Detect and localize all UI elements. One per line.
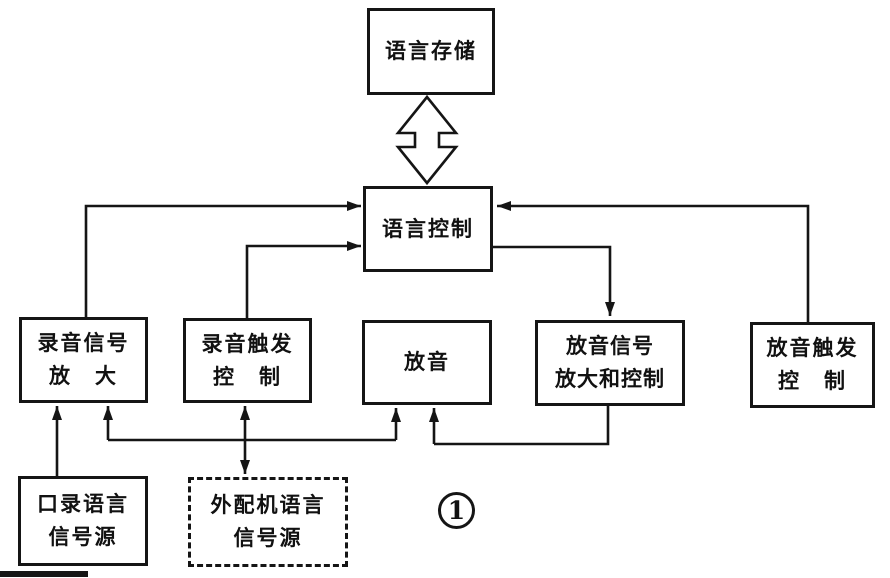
bus-play-amp-horizontal — [434, 406, 610, 446]
connector-rec-amp-to-control — [84, 201, 361, 317]
node-label-line1: 录音信号 — [37, 331, 130, 355]
node-speech-storage: 语言存储 — [367, 8, 495, 95]
figure-number-badge: 1 — [438, 492, 475, 529]
node-playback-signal-amp-control: 放音信号 放大和控制 — [535, 320, 685, 406]
node-label-line2: 信号源 — [48, 525, 118, 549]
node-label: 语言控制 — [382, 216, 474, 241]
node-label-line2: 信号源 — [233, 526, 303, 550]
node-record-trigger-control: 录音触发 控 制 — [183, 318, 312, 403]
node-label-line2: 放大和控制 — [555, 367, 665, 391]
node-playback: 放音 — [362, 320, 492, 405]
node-label-line2: 控 制 — [213, 364, 282, 389]
node-dictated-speech-signal-source: 口录语言 信号源 — [18, 476, 148, 566]
node-label-line1: 放音触发 — [766, 336, 859, 360]
node-label: 语言存储 — [385, 39, 477, 63]
figure-number: 1 — [447, 496, 466, 525]
node-label-line1: 放音信号 — [566, 334, 654, 358]
connector-rec-trigger-to-control — [245, 241, 361, 318]
connector-play-trigger-to-control — [497, 201, 810, 322]
node-label: 放音 — [404, 350, 450, 374]
scan-artifact-bar — [0, 571, 88, 577]
node-label-line1: 录音触发 — [201, 331, 294, 356]
node-record-signal-amplifier: 录音信号 放 大 — [19, 317, 148, 403]
node-label-line1: 口录语言 — [37, 492, 129, 516]
node-label-line1: 外配机语言 — [210, 493, 326, 517]
storage-control-double-arrow — [395, 94, 459, 186]
node-speech-control: 语言控制 — [363, 186, 493, 272]
node-label-line2: 控 制 — [778, 369, 847, 393]
node-label-line2: 放 大 — [49, 364, 118, 388]
connector-control-to-play-amp — [493, 245, 615, 316]
node-playback-trigger-control: 放音触发 控 制 — [750, 322, 875, 408]
node-external-device-speech-signal-source: 外配机语言 信号源 — [188, 477, 348, 567]
